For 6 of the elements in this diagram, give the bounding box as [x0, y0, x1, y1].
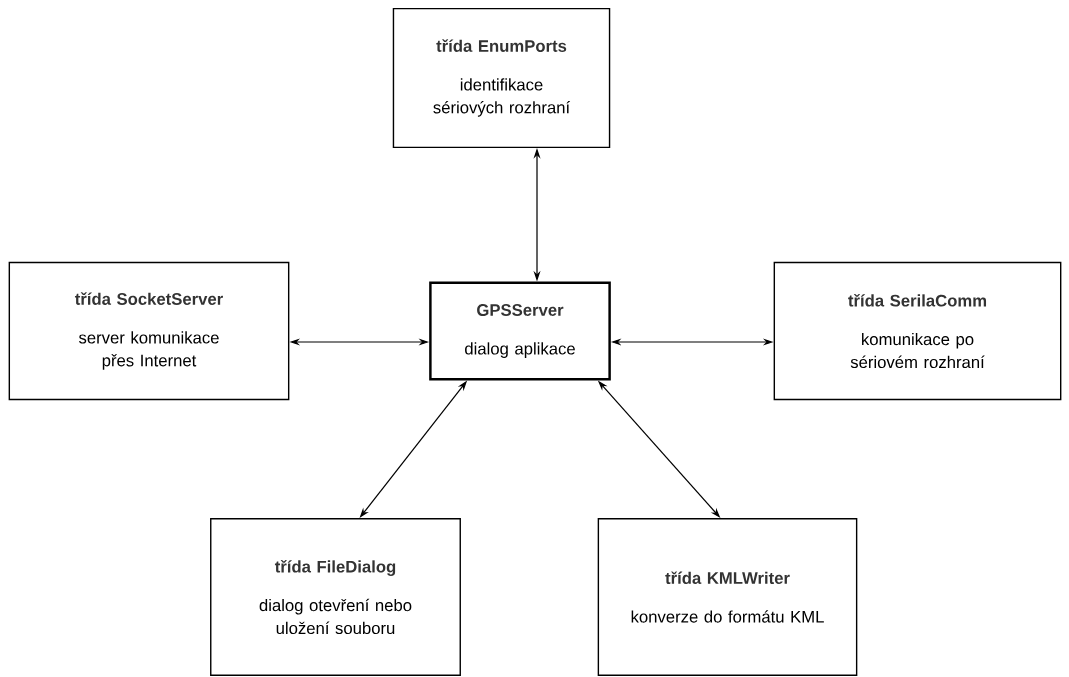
class-box: třída EnumPorts identifikace sériových rozhraní: [392, 7, 611, 149]
class-box: třída KMLWriter konverze do formátu KML: [597, 518, 858, 676]
class-box: třída FileDialog dialog otevření nebo uložení souboru: [210, 518, 461, 676]
class-box: třída SocketServer server komunikace přes Internet: [8, 261, 290, 401]
class-box: třída SerilaComm komunikace po sériovém rozhraní: [773, 261, 1062, 401]
class-box: GPSServer dialog aplikace: [429, 281, 611, 381]
